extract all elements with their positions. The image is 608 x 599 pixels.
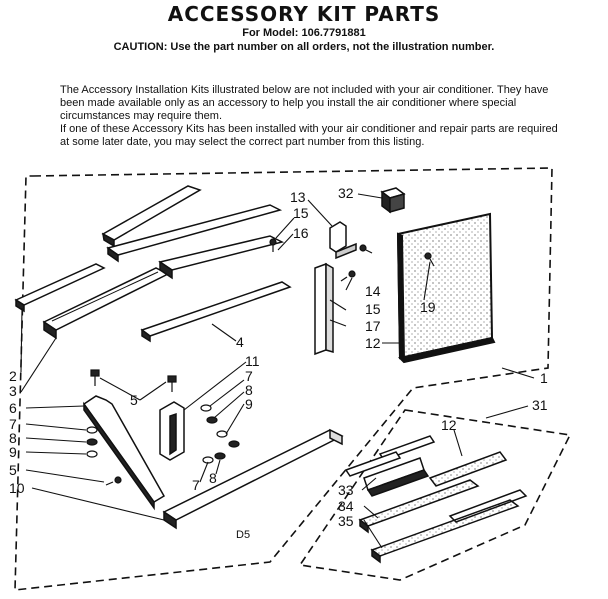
callout-8-bottom: 8 [209, 470, 217, 486]
callout-31: 31 [532, 397, 548, 413]
callout-35: 35 [338, 513, 354, 529]
leader-lines [20, 193, 535, 549]
part-35-rail [370, 499, 520, 564]
callout-12-subkit: 12 [441, 417, 457, 433]
model-number: For Model: 106.7791881 [242, 27, 366, 39]
callout-15-upper: 15 [293, 205, 309, 221]
part-12-panel [396, 212, 496, 364]
callout-7-bottom: 7 [192, 477, 200, 493]
callout-17: 17 [365, 318, 381, 334]
part-17-post [314, 262, 334, 356]
callout-9-left: 9 [9, 444, 17, 460]
callout-34: 34 [338, 498, 354, 514]
kit-boundary-dashed [14, 167, 553, 591]
sub-kit-boundary-dashed [298, 409, 572, 581]
callout-6: 6 [9, 400, 17, 416]
diagram-code: D5 [236, 529, 250, 541]
callout-32: 32 [338, 185, 354, 201]
callout-10: 10 [9, 480, 25, 496]
callout-19: 19 [420, 299, 436, 315]
callout-9-right: 9 [245, 396, 253, 412]
callout-7-right: 7 [245, 368, 253, 384]
callout-14: 14 [365, 283, 381, 299]
callout-16: 16 [293, 225, 309, 241]
page-title: ACCESSORY KIT PARTS [167, 2, 441, 26]
callout-33: 33 [338, 482, 354, 498]
callout-4: 4 [236, 334, 244, 350]
washers-and-nuts [86, 404, 240, 464]
callout-8-left: 8 [9, 430, 17, 446]
part-34-rail [358, 479, 480, 534]
part-12-strip [428, 451, 528, 523]
angle-strip-middle [106, 204, 283, 263]
callout-2: 2 [9, 368, 17, 384]
callout-15-lower: 15 [365, 301, 381, 317]
hardware-screws [90, 369, 177, 486]
callout-3: 3 [9, 383, 17, 399]
callout-7-left: 7 [9, 416, 17, 432]
part-13-bracket [329, 221, 357, 260]
intro-paragraph-2: If one of these Accessory Kits has been … [60, 123, 558, 148]
part-33-gasket [344, 435, 436, 497]
part-32-block [380, 187, 406, 214]
part-6-leg [82, 395, 166, 511]
callout-5-upper: 5 [130, 392, 138, 408]
part-4-strip [140, 281, 292, 343]
callout-labels: 13 32 15 16 14 15 17 12 19 4 2 3 11 7 8 … [9, 185, 548, 541]
intro-text: The Accessory Installation Kits illustra… [60, 84, 560, 149]
part-16-channel [158, 235, 285, 280]
intro-paragraph-1: The Accessory Installation Kits illustra… [60, 84, 549, 122]
callout-8-right: 8 [245, 382, 253, 398]
callout-13: 13 [290, 189, 306, 205]
part-10-brace [162, 428, 344, 530]
callout-12-panel: 12 [365, 335, 381, 351]
part-11-bracket [159, 401, 185, 461]
caution-note: CAUTION: Use the part number on all orde… [113, 41, 495, 53]
callout-11: 11 [245, 353, 260, 369]
callout-5-lower: 5 [9, 462, 17, 478]
callout-1: 1 [540, 370, 548, 386]
